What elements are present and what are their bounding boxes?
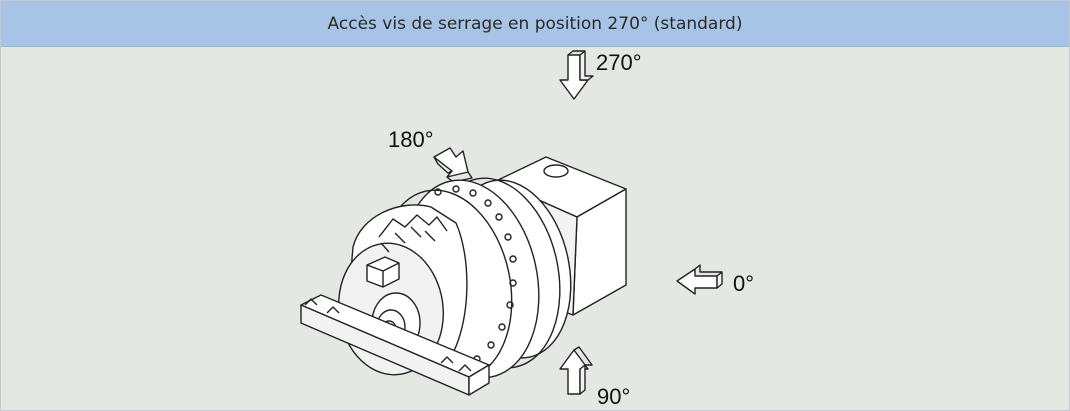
arrow-180-icon <box>433 147 473 183</box>
label-180: 180° <box>388 127 434 152</box>
diagram-stage: .ln { fill: none; stroke: #222; stroke-w… <box>1 47 1069 410</box>
arrow-0-icon <box>676 264 723 295</box>
arrow-90-icon <box>559 346 593 395</box>
gearbox-drawing: .ln { fill: none; stroke: #222; stroke-w… <box>300 50 723 396</box>
gear-reducer-assembly <box>300 156 627 396</box>
label-0: 0° <box>733 271 755 296</box>
arrow-270-icon <box>559 50 594 100</box>
figure-title: Accès vis de serrage en position 270° (s… <box>1 1 1069 47</box>
label-270: 270° <box>596 50 642 75</box>
label-90: 90° <box>597 384 631 409</box>
